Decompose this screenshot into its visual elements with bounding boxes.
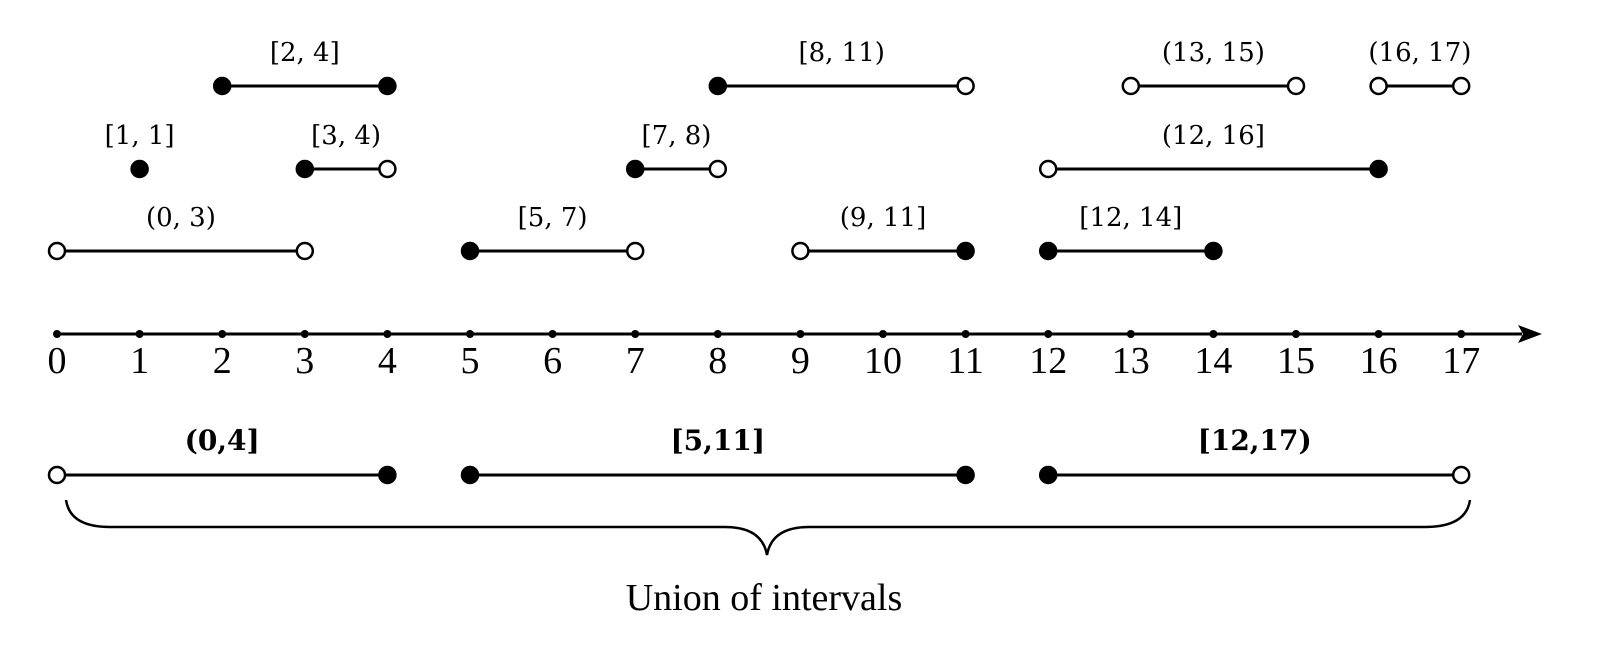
interval-closed-endpoint (212, 76, 232, 96)
axis-tick-label: 0 (48, 340, 67, 382)
axis-tick (300, 330, 309, 338)
axis-tick (1209, 330, 1218, 338)
interval-label: [12, 14] (1079, 203, 1182, 233)
axis-tick-label: 16 (1360, 340, 1398, 382)
interval-closed-endpoint (1204, 241, 1223, 261)
axis-tick-label: 4 (378, 340, 397, 382)
interval-label: [7, 8) (642, 121, 712, 151)
axis-tick (53, 330, 61, 338)
axis-tick-label: 14 (1194, 340, 1232, 382)
interval-label: [2, 4] (270, 38, 340, 68)
interval-closed-endpoint (295, 159, 315, 179)
brace-group (64, 499, 1472, 556)
axis-tick (466, 330, 474, 338)
axis-tick-label: 6 (543, 340, 562, 382)
axis-tick (796, 330, 805, 338)
interval-label: [3, 4) (311, 121, 381, 151)
axis-tick-label: 3 (295, 340, 314, 382)
axis-tick-label: 11 (947, 340, 984, 382)
axis-tick (548, 330, 557, 338)
union-interval-label: (0,4] (185, 424, 260, 457)
axis-tick-label: 15 (1277, 340, 1315, 382)
axis-tick (713, 330, 722, 338)
interval-open-endpoint (708, 159, 728, 179)
interval-open-endpoint (956, 76, 975, 96)
interval-closed-endpoint (1369, 159, 1388, 179)
interval-open-endpoint (295, 241, 315, 261)
axis-tick-label: 12 (1029, 340, 1067, 382)
union-interval-label: [5,11] (670, 424, 765, 457)
union-interval-closed-endpoint (378, 465, 397, 485)
axis-tick (879, 330, 887, 338)
interval-label: [8, 11) (798, 38, 884, 68)
interval-closed-endpoint (130, 159, 149, 179)
interval-open-endpoint (1038, 159, 1058, 179)
axis-tick-label: 13 (1112, 340, 1150, 382)
interval-label: (16, 17) (1368, 38, 1471, 68)
interval-label: [5, 7) (518, 203, 588, 233)
axis-tick-label: 7 (626, 340, 645, 382)
axis-arrowhead (1518, 325, 1542, 343)
union-interval-closed-endpoint (956, 465, 975, 485)
axis-tick (1457, 330, 1466, 338)
axis-tick (135, 330, 144, 338)
axis-tick (218, 330, 227, 338)
interval-open-endpoint (47, 241, 67, 261)
interval-closed-endpoint (378, 76, 397, 96)
union-brace (64, 499, 1472, 556)
axis-tick-label: 8 (708, 340, 727, 382)
interval-open-endpoint (791, 241, 810, 261)
union-interval-closed-endpoint (460, 465, 480, 485)
interval-closed-endpoint (460, 241, 480, 261)
axis-tick (1374, 330, 1383, 338)
axis-tick (1126, 330, 1135, 338)
axis-tick-label: 17 (1442, 340, 1480, 382)
axis-tick-label: 2 (213, 340, 232, 382)
union-interval-label: [12,17) (1198, 424, 1312, 457)
interval-label: (12, 16] (1162, 121, 1265, 151)
axis-tick-label: 5 (461, 340, 480, 382)
interval-open-endpoint (625, 241, 645, 261)
union-interval-open-endpoint (1451, 465, 1471, 485)
interval-open-endpoint (1369, 76, 1388, 96)
interval-label: (0, 3) (146, 203, 216, 233)
axis-tick (383, 330, 392, 338)
union-interval-open-endpoint (47, 465, 67, 485)
union-group: (0,4] [5,11] [12,17) (47, 424, 1471, 485)
interval-closed-endpoint (708, 76, 728, 96)
axis-tick-label: 10 (864, 340, 902, 382)
intervals-group: [2, 4] [8, 11) (13, 15) (16, 17) [1, 1] [3, 4… (47, 38, 1471, 261)
interval-closed-endpoint (625, 159, 645, 179)
interval-open-endpoint (1451, 76, 1471, 96)
interval-label: (9, 11] (840, 203, 926, 233)
caption: Union of intervals (626, 577, 903, 619)
axis-tick (961, 330, 970, 338)
interval-open-endpoint (1121, 76, 1141, 96)
axis-tick (1292, 330, 1300, 338)
union-interval-closed-endpoint (1038, 465, 1058, 485)
interval-open-endpoint (378, 159, 397, 179)
interval-closed-endpoint (1038, 241, 1058, 261)
interval-closed-endpoint (956, 241, 975, 261)
axis-tick (1044, 330, 1053, 338)
axis-tick-label: 1 (130, 340, 149, 382)
interval-label: (13, 15) (1162, 38, 1265, 68)
interval-label: [1, 1] (105, 121, 175, 151)
axis-tick-label: 9 (791, 340, 810, 382)
axis-tick (631, 330, 640, 338)
interval-open-endpoint (1286, 76, 1306, 96)
